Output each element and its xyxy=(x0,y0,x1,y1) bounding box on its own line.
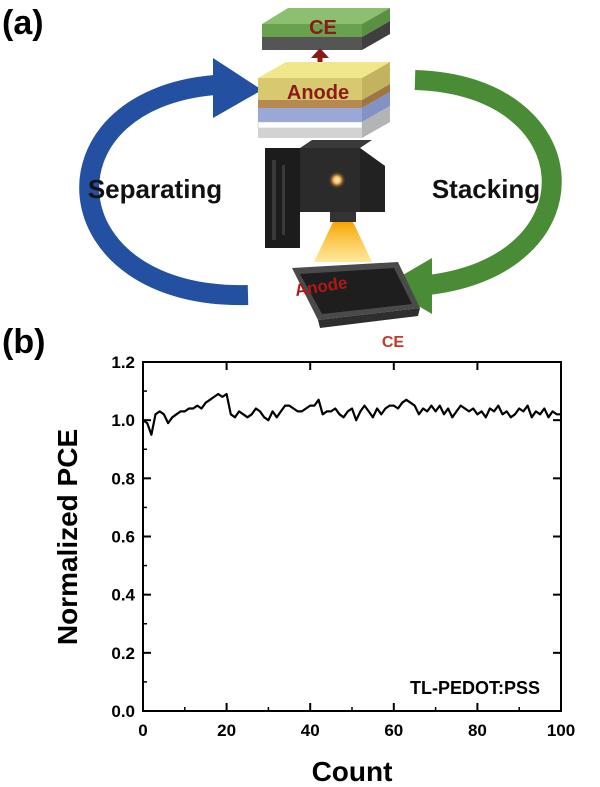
y-tick-label: 0.8 xyxy=(111,469,135,488)
device-ce-label: CE xyxy=(382,334,405,351)
y-tick-label: 1.0 xyxy=(111,411,135,430)
x-tick-label: 80 xyxy=(468,721,487,740)
chart: 0.0 0.2 0.4 0.6 0.8 1.0 1.2 0 20 40 60 80 100 TL-PE… xyxy=(52,353,575,787)
x-tick-label: 100 xyxy=(547,721,575,740)
ce-top-layer xyxy=(262,8,390,50)
separating-arrow xyxy=(79,58,262,306)
stacking-label: Stacking xyxy=(432,174,540,204)
light-beam xyxy=(314,222,372,262)
x-tick-label: 40 xyxy=(301,721,320,740)
panel-b: (b) 0.0 0.2 0.4 0.6 0.8 1.0 1.2 0 20 40 60 80 100 T… xyxy=(2,323,575,787)
y-tick-label: 1.2 xyxy=(111,353,135,372)
ce-top-label: CE xyxy=(309,17,337,39)
panel-b-label: (b) xyxy=(2,323,45,361)
y-tick-label: 0.4 xyxy=(111,586,135,605)
x-tick-label: 60 xyxy=(384,721,403,740)
solar-simulator xyxy=(265,140,385,248)
y-axis-ticks: 0.0 0.2 0.4 0.6 0.8 1.0 1.2 xyxy=(111,353,561,721)
x-axis-label: Count xyxy=(312,756,393,787)
panel-a-label: (a) xyxy=(2,4,44,42)
y-tick-label: 0.2 xyxy=(111,644,135,663)
y-axis-label: Normalized PCE xyxy=(52,429,83,645)
panel-a: (a) Separating Stacking CE xyxy=(2,4,562,351)
y-tick-label: 0.6 xyxy=(111,528,135,547)
x-axis-ticks: 0 20 40 60 80 100 xyxy=(138,362,575,740)
device-plate xyxy=(292,262,420,328)
anode-stack-label: Anode xyxy=(287,82,349,104)
plot-frame xyxy=(142,361,562,712)
series-line xyxy=(142,392,561,436)
chart-annotation: TL-PEDOT:PSS xyxy=(410,678,540,698)
x-tick-label: 0 xyxy=(138,721,147,740)
y-tick-label: 0.0 xyxy=(111,702,135,721)
separating-label: Separating xyxy=(88,174,222,204)
x-tick-label: 20 xyxy=(217,721,236,740)
anode-stack xyxy=(257,62,390,138)
